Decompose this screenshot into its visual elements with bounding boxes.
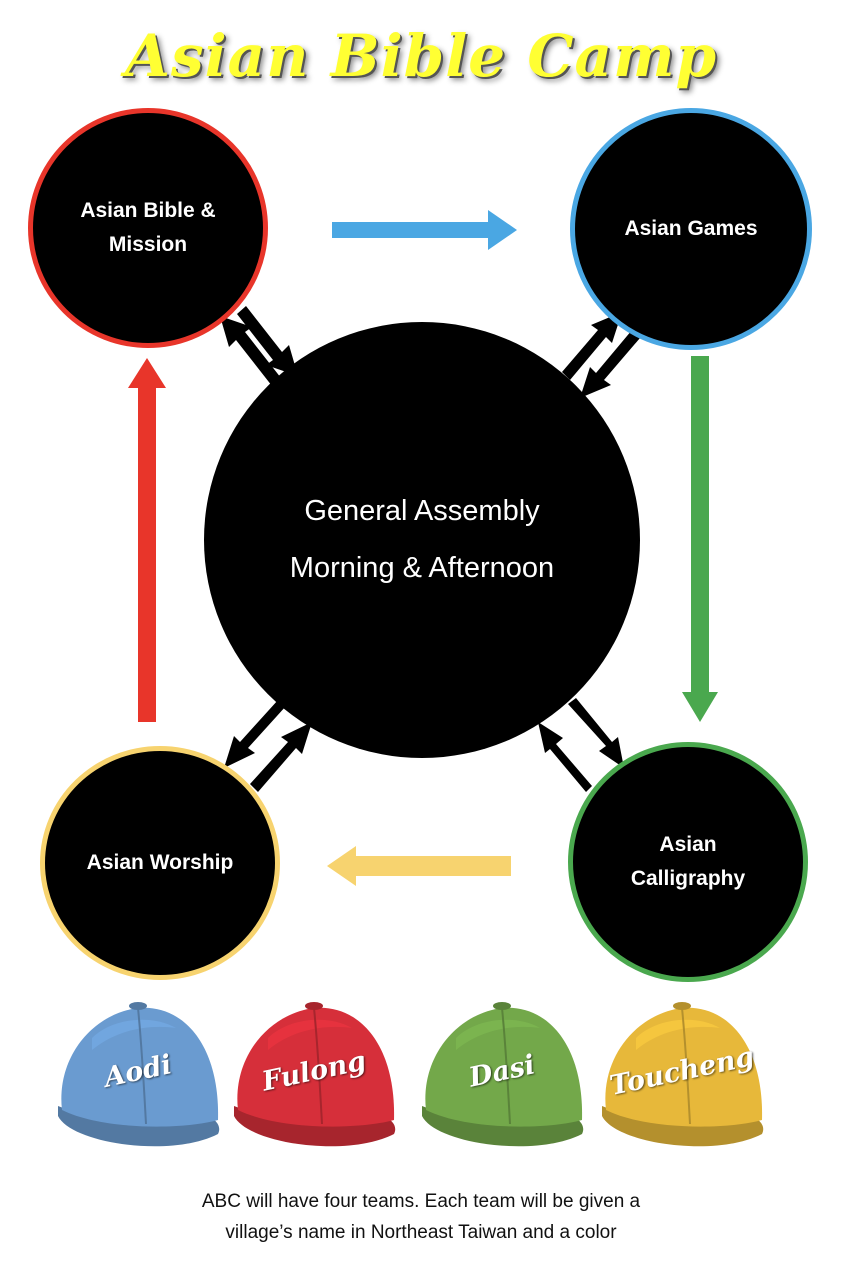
arrow-calligraphy-to-worship <box>327 846 511 886</box>
node-asian-worship: Asian Worship <box>40 746 280 980</box>
cap-icon <box>422 1002 584 1147</box>
node-label: Asian Bible & Mission <box>80 199 216 256</box>
page-title: Asian Bible Camp <box>124 22 718 90</box>
node-label-line2: Morning & Afternoon <box>289 552 555 584</box>
team-cap-toucheng: Toucheng <box>596 998 768 1158</box>
node-label-line1: General Assembly <box>304 495 540 527</box>
arrow-pair-general-games <box>562 312 640 398</box>
cap-icon <box>234 1002 396 1147</box>
team-cap-aodi: Aodi <box>52 998 224 1158</box>
team-cap-dasi: Dasi <box>416 998 588 1158</box>
team-cap-fulong: Fulong <box>228 998 400 1158</box>
caption-line2: village’s name in Northeast Taiwan and a… <box>225 1222 617 1243</box>
arrow-worship-to-bible <box>128 358 166 722</box>
caption: ABC will have four teams. Each team will… <box>0 1186 842 1248</box>
arrow-games-to-calligraphy <box>682 356 718 722</box>
node-asian-games: Asian Games <box>570 108 812 350</box>
arrow-bible-to-games <box>332 210 517 250</box>
arrow-pair-general-bible <box>220 306 298 386</box>
cap-icon <box>602 1002 764 1147</box>
node-asian-calligraphy: Asian Calligraphy <box>568 742 808 982</box>
arrow-pair-general-worship <box>224 700 312 792</box>
cap-icon <box>58 1002 220 1147</box>
arrow-pair-general-calligraphy <box>538 698 624 792</box>
node-label: Asian Calligraphy <box>630 833 746 890</box>
caption-line1: ABC will have four teams. Each team will… <box>201 1191 641 1212</box>
node-label: Asian Worship <box>86 851 234 874</box>
node-asian-bible-mission: Asian Bible & Mission <box>28 108 268 348</box>
node-label: Asian Games <box>624 217 758 240</box>
node-general-assembly: General Assembly Morning & Afternoon <box>204 322 640 758</box>
